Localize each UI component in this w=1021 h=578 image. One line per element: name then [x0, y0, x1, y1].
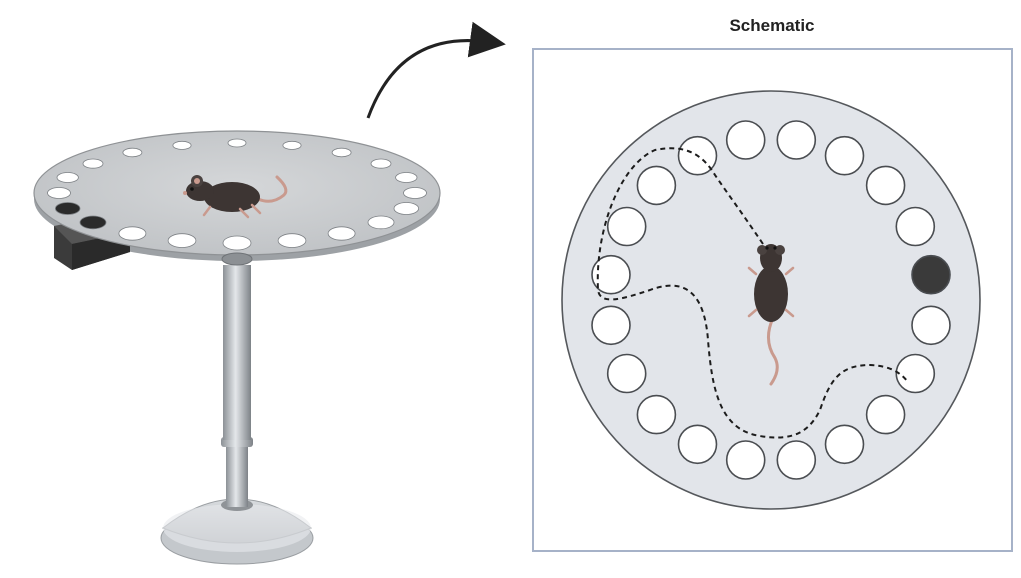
maze-hole — [895, 353, 936, 394]
table-hole — [282, 140, 302, 150]
maze-hole — [865, 394, 906, 435]
maze-hole — [911, 305, 951, 346]
table-hole — [277, 233, 307, 248]
table-hole — [327, 226, 356, 241]
table-hole — [122, 147, 143, 158]
maze-hole — [776, 120, 817, 160]
maze-hole — [824, 424, 865, 465]
table-hole — [56, 172, 79, 183]
maze-hole — [606, 206, 647, 247]
table-hole — [227, 138, 247, 148]
schematic-panel — [532, 48, 1013, 552]
mouse-icon — [747, 244, 795, 386]
curved-arrow-icon — [366, 21, 506, 119]
escape-hole — [911, 254, 951, 295]
table-hole — [82, 158, 104, 169]
table-hole — [118, 226, 147, 241]
table-hole — [331, 147, 352, 158]
maze-hole — [725, 120, 766, 160]
mouse-icon — [183, 175, 288, 219]
maze-hole — [606, 353, 647, 394]
schematic-holes — [591, 120, 951, 480]
schematic-title: Schematic — [729, 16, 815, 35]
table-base — [160, 498, 314, 565]
apparatus-illustration — [33, 130, 441, 565]
maze-hole — [636, 165, 677, 206]
maze-hole — [776, 440, 817, 480]
maze-hole — [591, 305, 631, 346]
table-hole — [367, 215, 395, 230]
table-hole — [393, 202, 420, 215]
maze-hole — [824, 135, 865, 176]
search-path — [596, 147, 909, 439]
escape-hole — [79, 215, 107, 230]
maze-hole — [636, 394, 677, 435]
pole-top — [221, 252, 253, 266]
maze-hole — [591, 254, 631, 295]
table-hole — [403, 187, 427, 199]
table-hole — [47, 187, 71, 199]
table-pole — [221, 265, 253, 507]
table-hole — [395, 172, 418, 183]
maze-hole — [865, 165, 906, 206]
maze-hole — [677, 424, 718, 465]
table-hole — [172, 140, 192, 150]
maze-hole — [895, 206, 936, 247]
table-hole — [370, 158, 392, 169]
escape-hole — [54, 202, 81, 215]
table-holes — [47, 138, 427, 251]
table-hole — [222, 235, 252, 251]
table-hole — [167, 233, 197, 248]
maze-hole — [725, 440, 766, 480]
